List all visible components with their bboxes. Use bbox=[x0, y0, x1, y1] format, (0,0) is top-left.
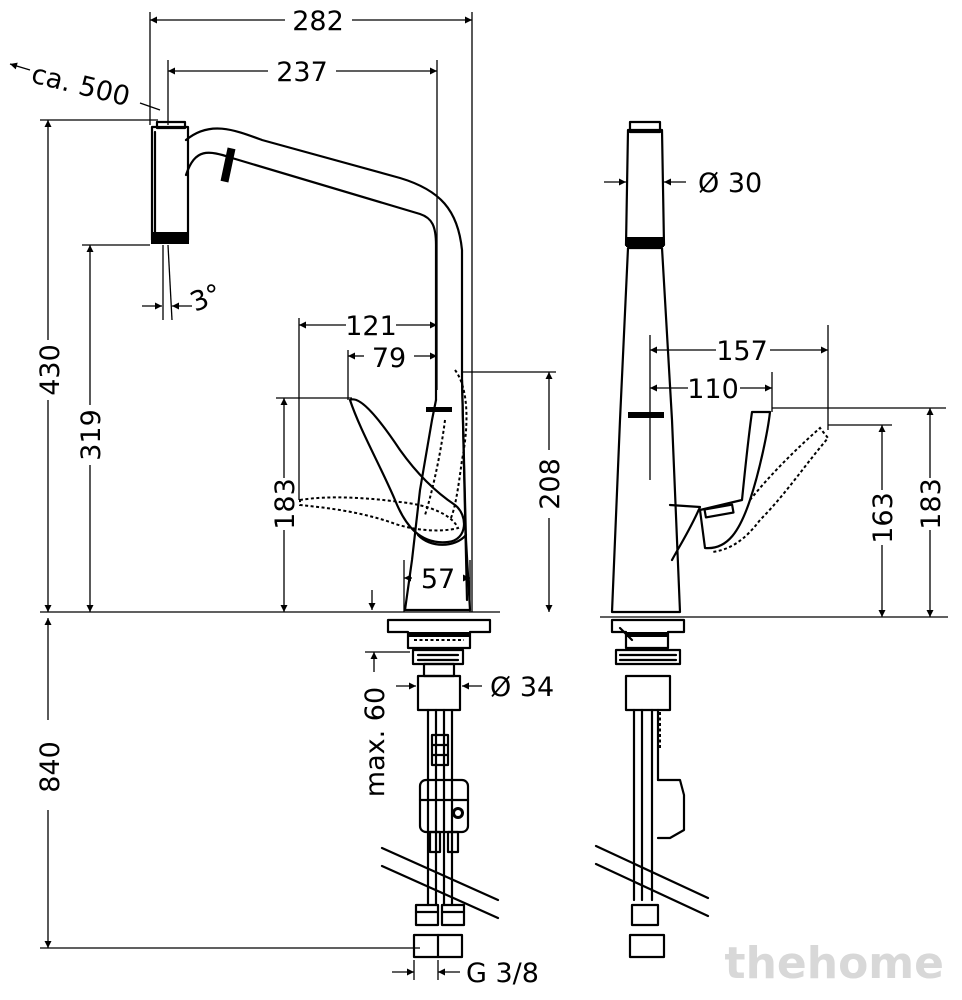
dimension-lines bbox=[9, 12, 948, 980]
dim-121: 121 bbox=[345, 311, 397, 342]
spout bbox=[184, 127, 469, 602]
lever-alt-position bbox=[299, 496, 460, 532]
side-body bbox=[610, 246, 682, 614]
dim-max-60: max. 60 bbox=[360, 687, 391, 797]
dim-840: 840 bbox=[35, 741, 66, 793]
dim-157: 157 bbox=[716, 336, 768, 367]
side-lever bbox=[698, 410, 772, 550]
dim-319: 319 bbox=[76, 409, 107, 461]
dim-ca-500: ca. 500 bbox=[28, 59, 133, 113]
dim-430: 430 bbox=[35, 344, 66, 396]
dim-237: 237 bbox=[276, 57, 328, 88]
dim-diameter-34: Ø 34 bbox=[490, 672, 554, 703]
lever-handle bbox=[348, 398, 465, 544]
dimension-labels: 282 237 ca. 500 430 319 3° 121 79 183 20… bbox=[28, 6, 947, 989]
side-view-faucet bbox=[594, 120, 830, 959]
front-view-faucet bbox=[150, 120, 500, 959]
watermark: thehome bbox=[725, 938, 944, 989]
spray-head bbox=[150, 125, 190, 242]
dim-diameter-30: Ø 30 bbox=[698, 168, 762, 199]
dim-208: 208 bbox=[535, 458, 566, 510]
dim-282: 282 bbox=[292, 6, 344, 37]
dim-79: 79 bbox=[372, 343, 406, 374]
dim-183-front: 183 bbox=[270, 478, 301, 530]
dim-57: 57 bbox=[421, 564, 455, 595]
dim-183-side: 183 bbox=[916, 478, 947, 530]
dim-110: 110 bbox=[687, 374, 739, 405]
valve-box bbox=[418, 778, 470, 834]
dim-3-degree: 3° bbox=[186, 278, 226, 318]
dim-163: 163 bbox=[868, 492, 899, 544]
deck-plate bbox=[386, 618, 492, 650]
faucet-body bbox=[403, 378, 472, 612]
mounting-nut bbox=[416, 674, 462, 712]
dim-g-3-8: G 3/8 bbox=[466, 958, 539, 989]
